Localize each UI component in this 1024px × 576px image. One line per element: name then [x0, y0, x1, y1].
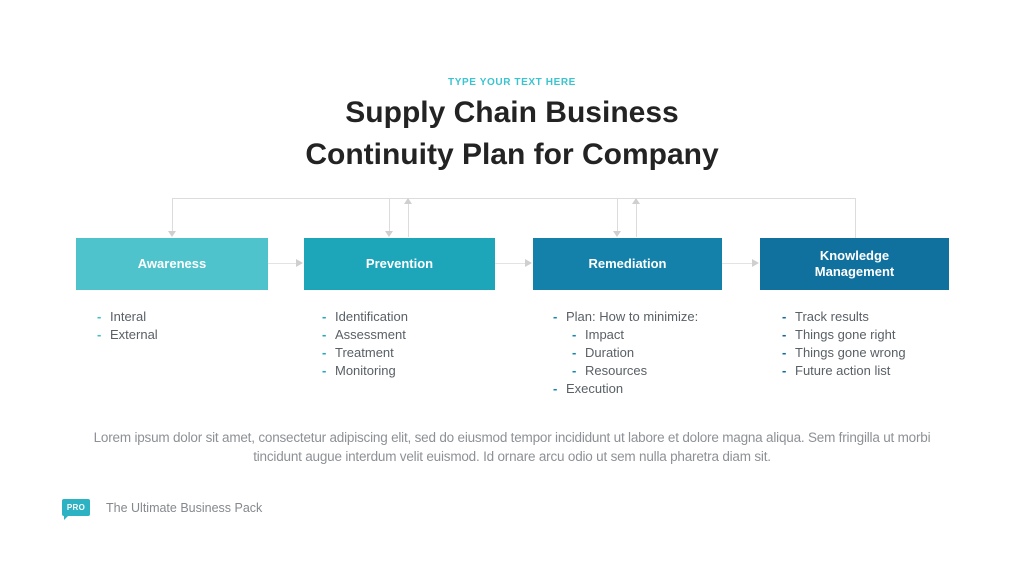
flow-line-awareness-prevention: [268, 263, 296, 264]
arrow-right-icon: [525, 259, 532, 267]
slide-title-line1: Supply Chain Business: [345, 96, 679, 129]
list-item: Track results: [782, 308, 906, 326]
list-item: Things gone right: [782, 326, 906, 344]
list-item-sub: Impact: [572, 326, 698, 344]
feedback-drop-prevention: [389, 198, 390, 231]
arrow-right-icon: [296, 259, 303, 267]
arrow-down-icon: [385, 231, 393, 237]
feedback-up-remediation: [636, 204, 637, 237]
feedback-drop-awareness: [172, 198, 173, 231]
list-knowledge-management: Track results Things gone right Things g…: [782, 308, 906, 380]
list-item: Identification: [322, 308, 408, 326]
arrow-down-icon: [168, 231, 176, 237]
list-item-sub: Duration: [572, 344, 698, 362]
brand-text: The Ultimate Business Pack: [106, 500, 263, 515]
list-prevention: Identification Assessment Treatment Moni…: [322, 308, 408, 380]
stage-label: Knowledge Management: [814, 248, 895, 279]
slide-title: Supply Chain Business Continuity Plan fo…: [0, 92, 1024, 176]
feedback-top-line: [172, 198, 856, 199]
list-item: Things gone wrong: [782, 344, 906, 362]
list-item: Assessment: [322, 326, 408, 344]
kicker-placeholder: TYPE YOUR TEXT HERE: [448, 77, 576, 88]
list-item: Plan: How to minimize:: [553, 308, 698, 326]
list-awareness: Interal External: [97, 308, 158, 344]
arrow-down-icon: [613, 231, 621, 237]
flow-line-remediation-knowledge: [722, 263, 752, 264]
list-item: Execution: [553, 380, 698, 398]
list-item: Future action list: [782, 362, 906, 380]
slide-title-line2: Continuity Plan for Company: [305, 138, 719, 171]
arrow-right-icon: [752, 259, 759, 267]
stage-label: Remediation: [588, 256, 667, 271]
stage-box-remediation: Remediation: [533, 238, 722, 290]
list-item: Interal: [97, 308, 158, 326]
stage-box-prevention: Prevention: [304, 238, 495, 290]
stage-box-knowledge-management: Knowledge Management: [760, 238, 949, 290]
feedback-drop-remediation: [617, 198, 618, 231]
body-paragraph: Lorem ipsum dolor sit amet, consectetur …: [93, 430, 931, 464]
list-item: Treatment: [322, 344, 408, 362]
list-item: External: [97, 326, 158, 344]
list-item: Monitoring: [322, 362, 408, 380]
arrow-up-icon: [404, 198, 412, 204]
feedback-up-prevention: [408, 204, 409, 237]
list-remediation: Plan: How to minimize: Impact Duration R…: [553, 308, 698, 398]
footer-branding: PRO The Ultimate Business Pack: [62, 499, 263, 520]
list-item-sub: Resources: [572, 362, 698, 380]
stage-label: Prevention: [365, 256, 434, 271]
arrow-up-icon: [632, 198, 640, 204]
feedback-stem-knowledge: [855, 198, 856, 238]
pro-badge-icon: PRO: [62, 499, 90, 520]
flow-line-prevention-remediation: [495, 263, 525, 264]
stage-box-awareness: Awareness: [76, 238, 268, 290]
stage-label: Awareness: [137, 256, 207, 271]
